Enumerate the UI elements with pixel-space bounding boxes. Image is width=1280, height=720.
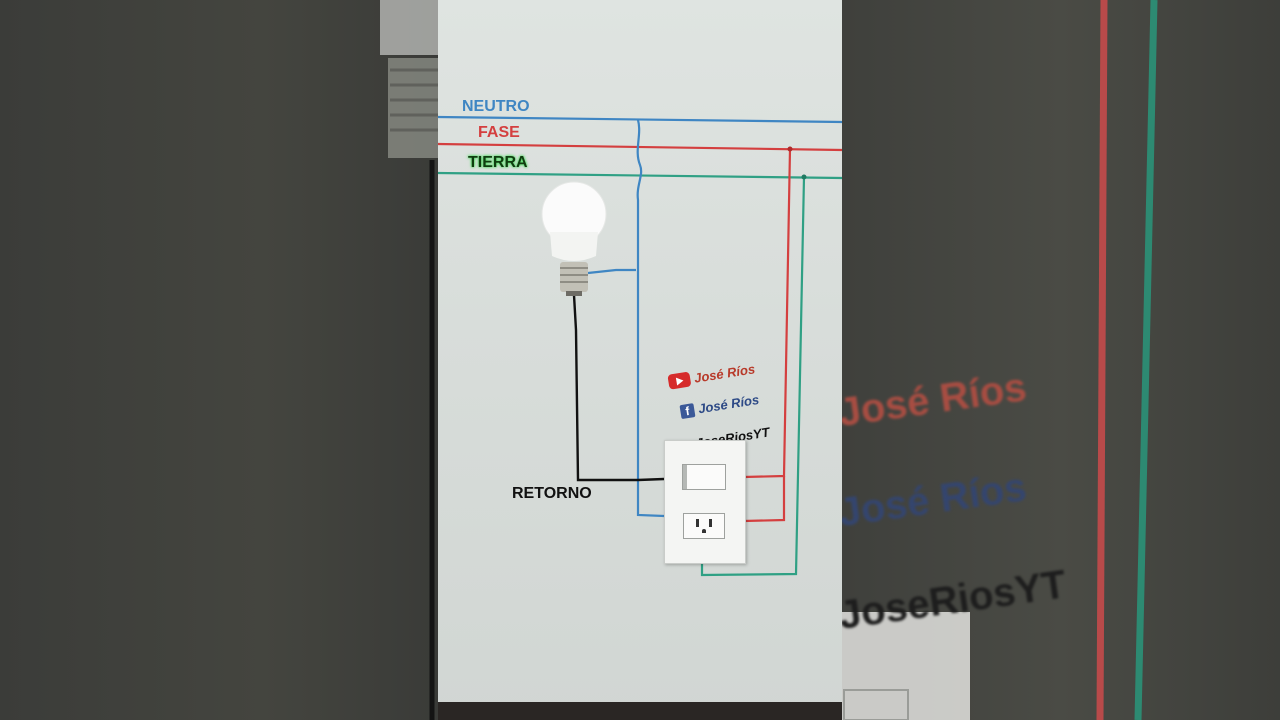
neutro-wire <box>438 115 842 124</box>
outlet-slot-right <box>709 519 712 527</box>
blurred-switch <box>843 689 909 720</box>
fase-wire <box>438 142 842 152</box>
light-bulb-icon <box>541 181 607 296</box>
neutro-label: NEUTRO <box>462 98 530 115</box>
retorno-wire <box>572 294 665 482</box>
outlet-icon <box>683 513 725 539</box>
fase-label: FASE <box>478 124 520 141</box>
left-blurred-background <box>0 0 438 720</box>
outlet-slot-left <box>696 519 699 527</box>
facebook-icon: f <box>679 402 696 419</box>
blurred-plate <box>842 612 970 720</box>
switch-icon <box>682 464 726 490</box>
blurred-green-wire <box>1134 0 1158 720</box>
neutro-bulb-wire <box>587 268 636 275</box>
fase-junction <box>787 146 793 152</box>
bottom-dark-strip <box>438 702 842 720</box>
blurred-bulb-top <box>380 0 438 55</box>
fase-outlet-wire <box>743 476 786 523</box>
wall-plate <box>664 440 746 564</box>
blurred-red-wire <box>1096 0 1108 720</box>
tierra-junction <box>801 174 807 180</box>
right-blur-artwork <box>842 0 1158 720</box>
outlet-ground-hole <box>702 529 706 533</box>
blurred-bulb-base <box>388 58 438 158</box>
right-blurred-background: José Ríos José Ríos JoseRiosYT <box>842 0 1280 720</box>
left-blur-artwork <box>380 0 438 720</box>
wiring-diagram <box>438 115 842 577</box>
tierra-label: TIERRA <box>468 154 528 171</box>
blurred-thread-lines <box>390 68 438 132</box>
tierra-drop-wire <box>700 176 806 577</box>
neutro-drop-wire <box>636 119 665 518</box>
wiring-diagram-photo: NEUTRO FASE TIERRA RETORNO José Ríos f J… <box>438 0 842 720</box>
retorno-label: RETORNO <box>512 485 592 502</box>
